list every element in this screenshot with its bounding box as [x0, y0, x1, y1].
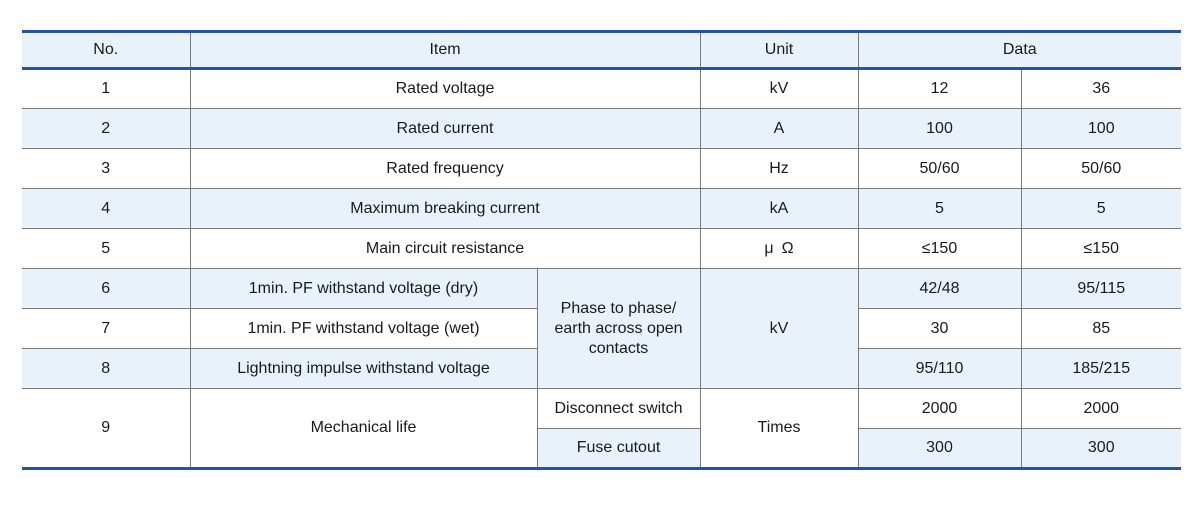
header-item: Item [189, 31, 701, 70]
row6-data2: 95/115 [1020, 268, 1182, 309]
row3-item: Rated frequency [189, 148, 701, 189]
row1-no: 1 [21, 68, 191, 109]
row5-data1: ≤150 [857, 228, 1022, 269]
table-row: 1 Rated voltage kV 12 36 [21, 68, 1182, 109]
table-row: 9 Mechanical life Disconnect switch Time… [21, 388, 1182, 469]
row4-no: 4 [21, 188, 191, 229]
row1-item: Rated voltage [189, 68, 701, 109]
row9-sub-disconnect: Disconnect switch [536, 388, 701, 429]
row6-data1: 42/48 [857, 268, 1022, 309]
header-row: No. Item Unit Data [21, 31, 1182, 70]
row9b-data1: 300 [857, 428, 1022, 469]
header-no: No. [21, 31, 191, 70]
row9a-data2: 2000 [1020, 388, 1182, 429]
row8-data1: 95/110 [857, 348, 1022, 389]
row7-item: 1min. PF withstand voltage (wet) [189, 308, 538, 349]
row9-unit: Times [699, 388, 859, 469]
header-unit: Unit [699, 31, 859, 70]
row3-data1: 50/60 [857, 148, 1022, 189]
row1-data2: 36 [1020, 68, 1182, 109]
table-row: Fuse cutout 300 300 [22, 428, 1182, 469]
row6-item: 1min. PF withstand voltage (dry) [189, 268, 538, 309]
header-data: Data [857, 31, 1182, 70]
row6-no: 6 [21, 268, 191, 309]
table-row: 6 1min. PF withstand voltage (dry) Phase… [21, 268, 1182, 389]
row4-data1: 5 [857, 188, 1022, 229]
row2-no: 2 [21, 108, 191, 149]
row9-sub-fuse: Fuse cutout [536, 428, 701, 469]
row9-no: 9 [21, 388, 191, 469]
table-row: 2 Rated current A 100 100 [21, 108, 1182, 149]
row1-unit: kV [699, 68, 859, 109]
table-row: 4 Maximum breaking current kA 5 5 [21, 188, 1182, 229]
row5-unit: μ Ω [699, 228, 859, 269]
row2-data2: 100 [1020, 108, 1182, 149]
row7-data2: 85 [1020, 308, 1182, 349]
row7-no: 7 [21, 308, 191, 349]
row3-no: 3 [21, 148, 191, 189]
row4-unit: kA [699, 188, 859, 229]
table-row: 3 Rated frequency Hz 50/60 50/60 [21, 148, 1182, 189]
table-row: 7 1min. PF withstand voltage (wet) 30 85 [21, 308, 1182, 349]
row3-unit: Hz [699, 148, 859, 189]
row5-no: 5 [21, 228, 191, 269]
table-row: 5 Main circuit resistance μ Ω ≤150 ≤150 [21, 228, 1182, 269]
row7-data1: 30 [857, 308, 1022, 349]
row2-data1: 100 [857, 108, 1022, 149]
row1-data1: 12 [857, 68, 1022, 109]
withstand-condition-cell: Phase to phase/ earth across open contac… [536, 268, 701, 389]
row9-item: Mechanical life [189, 388, 538, 469]
row8-no: 8 [21, 348, 191, 389]
row9a-data1: 2000 [857, 388, 1022, 429]
row8-item: Lightning impulse withstand voltage [189, 348, 538, 389]
row8-data2: 185/215 [1020, 348, 1182, 389]
row3-data2: 50/60 [1020, 148, 1182, 189]
row2-item: Rated current [189, 108, 701, 149]
withstand-unit-cell: kV [699, 268, 859, 389]
row9b-data2: 300 [1020, 428, 1182, 469]
row2-unit: A [699, 108, 859, 149]
row4-data2: 5 [1020, 188, 1182, 229]
row5-item: Main circuit resistance [189, 228, 701, 269]
row5-data2: ≤150 [1020, 228, 1182, 269]
row4-item: Maximum breaking current [189, 188, 701, 229]
spec-table: No. Item Unit Data 1 Rated voltage kV 12… [21, 30, 1182, 470]
table-row: 8 Lightning impulse withstand voltage 95… [21, 348, 1182, 389]
